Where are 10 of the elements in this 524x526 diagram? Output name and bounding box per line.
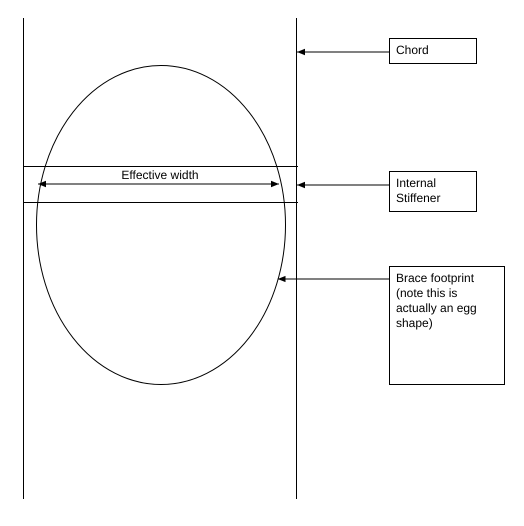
- callout-box: Internal Stiffener: [389, 171, 477, 212]
- callout-box: Chord: [389, 38, 477, 64]
- stiffener-plate: [24, 166, 298, 203]
- callout-box: Brace footprint (note this is actually an egg shape): [389, 266, 505, 385]
- leader-line: [277, 276, 390, 282]
- dimension-label: Effective width: [120, 168, 200, 182]
- brace-footprint-ellipse: [36, 65, 286, 385]
- leader-line: [296, 182, 390, 188]
- leader-line: [296, 48, 390, 56]
- chord-wall: [23, 18, 297, 499]
